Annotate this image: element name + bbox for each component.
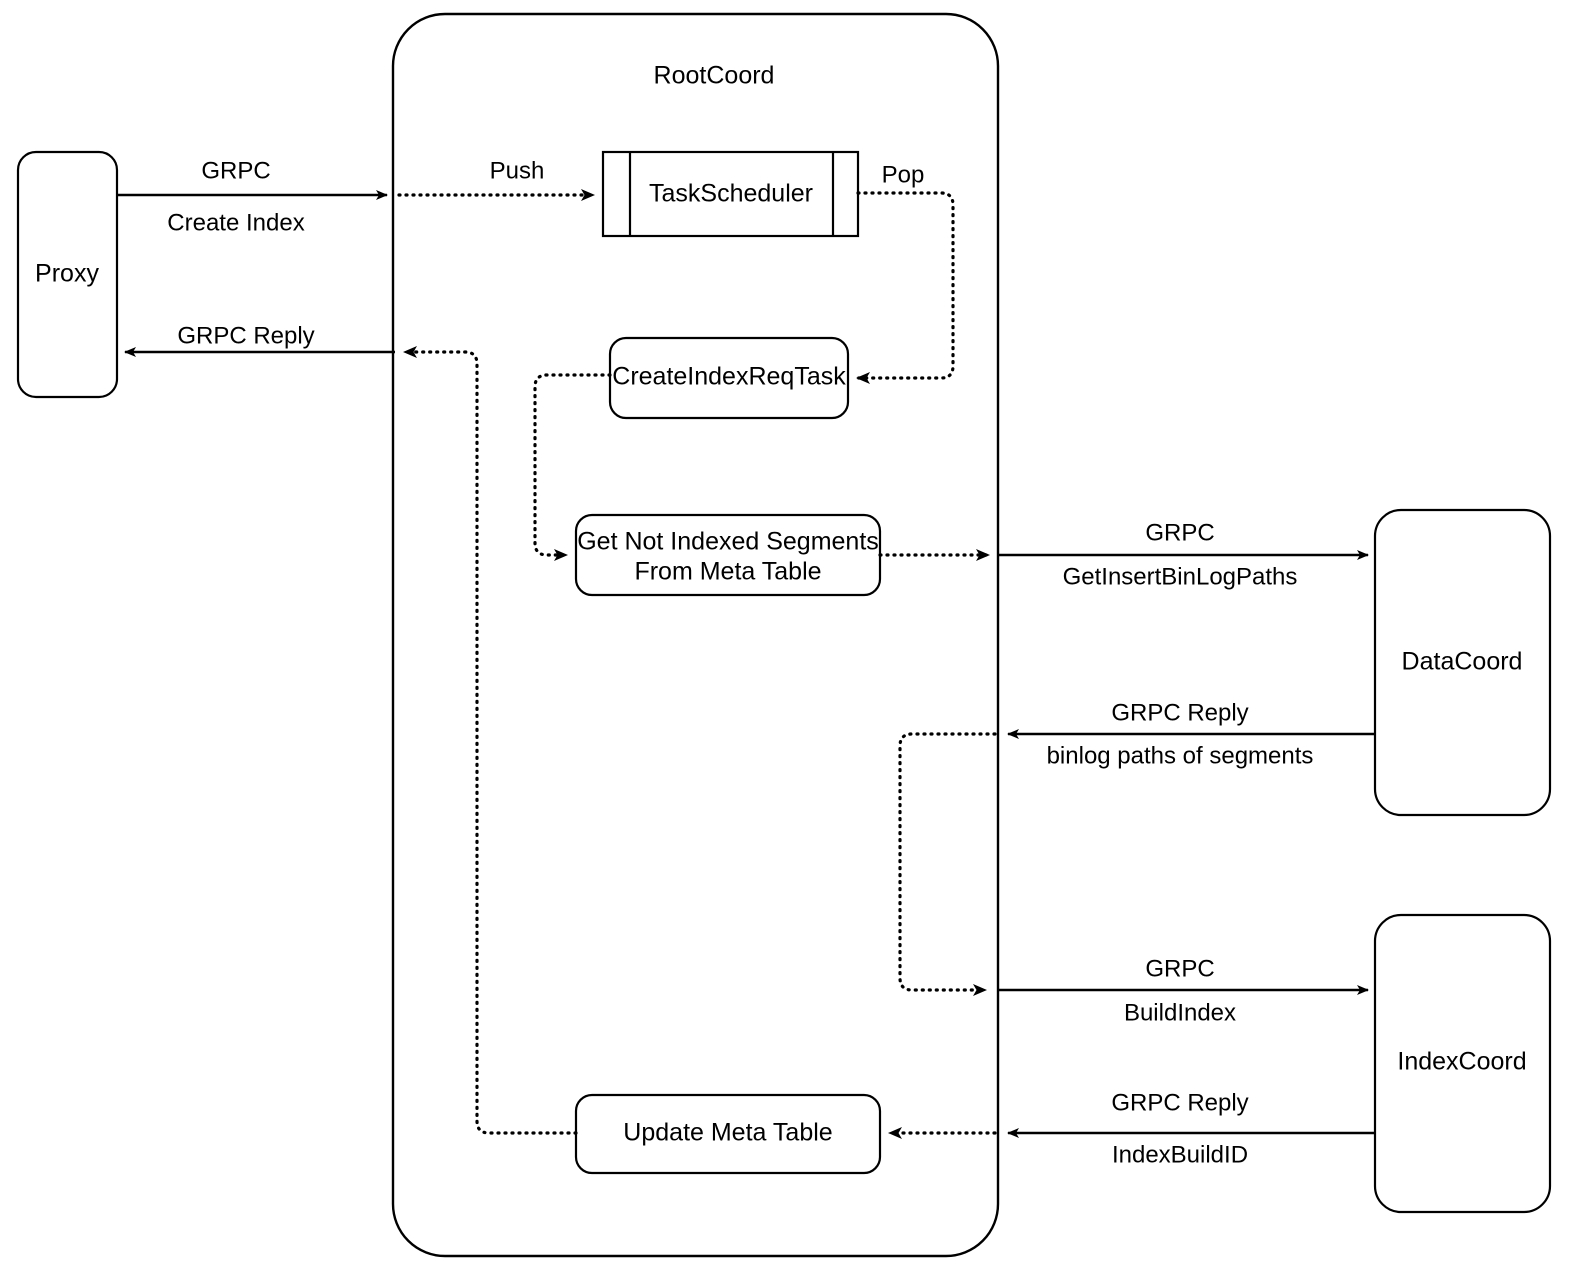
edge-rootcoord-to-proxy-label-top: GRPC Reply — [177, 322, 314, 349]
edge-binlog-internal-route-line — [898, 732, 997, 996]
edge-task-to-getsegments-line — [533, 373, 612, 561]
edge-rootcoord-to-indexcoord: GRPC BuildIndex — [998, 955, 1369, 1026]
node-proxy[interactable]: Proxy — [16, 150, 119, 399]
edge-indexcoord-to-rootcoord-label-top: GRPC Reply — [1111, 1089, 1248, 1116]
edge-push-label: Push — [490, 157, 545, 184]
edge-rootcoord-to-indexcoord-label-bottom: BuildIndex — [1124, 999, 1236, 1026]
edge-rootcoord-to-datacoord: GRPC GetInsertBinLogPaths — [998, 519, 1369, 590]
edge-updatemeta-to-grpcreply — [403, 346, 578, 1135]
indexcoord-label: IndexCoord — [1397, 1048, 1526, 1076]
edge-pop-label: Pop — [882, 161, 925, 188]
node-task-scheduler[interactable]: TaskScheduler — [601, 150, 860, 238]
edge-indexcoord-to-rootcoord-label-bottom: IndexBuildID — [1112, 1141, 1248, 1168]
get-not-indexed-segments-label-line2: From Meta Table — [634, 558, 821, 586]
indexcoord-box — [1373, 913, 1552, 1214]
node-create-index-req-task[interactable]: CreateIndexReqTask — [608, 336, 850, 420]
container-rootcoord[interactable]: RootCoord — [391, 12, 1000, 1258]
proxy-label: Proxy — [35, 260, 99, 288]
node-indexcoord[interactable]: IndexCoord — [1373, 913, 1552, 1214]
rootcoord-label: RootCoord — [654, 62, 775, 90]
datacoord-box — [1373, 508, 1552, 817]
edge-datacoord-to-rootcoord-label-top: GRPC Reply — [1111, 699, 1248, 726]
edge-proxy-to-rootcoord: GRPC Create Index — [117, 157, 388, 236]
update-meta-table-label: Update Meta Table — [623, 1119, 832, 1147]
rootcoord-boundary — [391, 12, 1000, 1258]
get-not-indexed-segments-label-line1: Get Not Indexed Segments — [577, 528, 879, 556]
node-update-meta-table[interactable]: Update Meta Table — [574, 1093, 882, 1175]
node-datacoord[interactable]: DataCoord — [1373, 508, 1552, 817]
edge-proxy-to-rootcoord-label-top: GRPC — [201, 157, 270, 184]
edge-rootcoord-to-datacoord-label-top: GRPC — [1145, 519, 1214, 546]
datacoord-label: DataCoord — [1402, 648, 1523, 676]
edge-task-to-getsegments — [533, 373, 612, 561]
edge-proxy-to-rootcoord-label-bottom: Create Index — [167, 209, 304, 236]
edge-indexcoord-to-rootcoord: GRPC Reply IndexBuildID — [1007, 1089, 1375, 1168]
edge-binlog-internal-route — [898, 732, 997, 996]
edge-updatemeta-to-grpcreply-line — [403, 346, 578, 1135]
edge-pop-line — [856, 191, 955, 384]
create-index-req-task-label: CreateIndexReqTask — [612, 363, 846, 391]
edge-rootcoord-to-indexcoord-label-top: GRPC — [1145, 955, 1214, 982]
edge-pop-to-task: Pop — [856, 161, 955, 384]
edge-datacoord-to-rootcoord: GRPC Reply binlog paths of segments — [1007, 699, 1375, 769]
task-scheduler-label: TaskScheduler — [649, 180, 813, 208]
create-index-req-task-box — [608, 336, 850, 420]
node-get-not-indexed-segments[interactable]: Get Not Indexed Segments From Meta Table — [574, 513, 882, 597]
proxy-box — [16, 150, 119, 399]
edge-datacoord-to-rootcoord-label-bottom: binlog paths of segments — [1047, 742, 1314, 769]
edge-rootcoord-to-datacoord-label-bottom: GetInsertBinLogPaths — [1063, 563, 1298, 590]
edge-push-to-scheduler: Push — [397, 157, 595, 201]
edge-rootcoord-to-proxy: GRPC Reply — [124, 322, 395, 357]
